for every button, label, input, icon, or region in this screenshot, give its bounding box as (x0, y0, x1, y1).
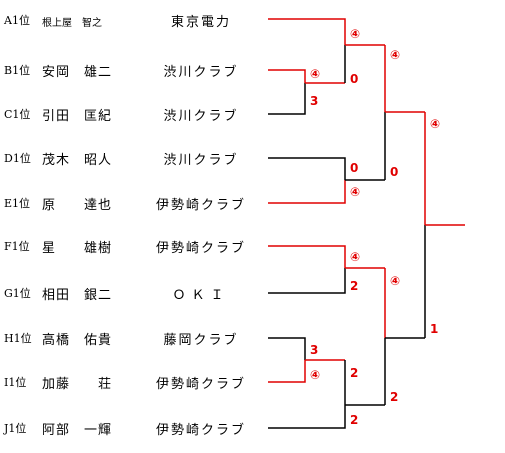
player-name: 根上屋 智之 (42, 18, 102, 29)
club-name: 伊勢崎クラブ (155, 423, 246, 438)
score-i: ④ (310, 368, 321, 382)
score-top-de: 0 (390, 165, 399, 179)
player-row-d: D1位 茂木 昭人 渋川クラブ (0, 149, 270, 168)
player-row-f: F1位 星 雄樹 伊勢崎クラブ (0, 237, 270, 256)
club-name: 渋川クラブ (163, 153, 239, 168)
line-h (268, 337, 306, 360)
seed-label: C1位 (4, 108, 31, 121)
line-g (268, 268, 346, 294)
score-j: 2 (350, 413, 359, 427)
seed-label: D1位 (4, 152, 31, 165)
seed-label: F1位 (4, 240, 30, 253)
player-name: 阿部 一輝 (42, 423, 113, 438)
club-name: 伊勢崎クラブ (155, 198, 246, 213)
player-name: 相田 銀二 (42, 288, 113, 303)
player-row-h: H1位 高橋 佑貴 藤岡クラブ (0, 329, 270, 348)
player-name: 原 達也 (42, 198, 113, 213)
seed-label: E1位 (4, 197, 31, 210)
player-row-j: J1位 阿部 一輝 伊勢崎クラブ (0, 419, 270, 438)
line-j (268, 405, 346, 429)
score-bottom-fg: ④ (390, 274, 401, 288)
seed-label: A1位 (4, 14, 30, 27)
club-name: 渋川クラブ (163, 109, 239, 124)
score-f: ④ (350, 250, 361, 264)
seed-label: B1位 (4, 64, 31, 77)
club-name: 伊勢崎クラブ (155, 241, 246, 256)
club-name: 東京電力 (170, 15, 231, 30)
player-name: 加藤 荘 (42, 377, 113, 392)
score-bc: 0 (350, 72, 359, 86)
score-c: 3 (310, 94, 319, 108)
line-b (268, 69, 306, 83)
score-g: 2 (350, 279, 359, 293)
score-b: ④ (310, 67, 321, 81)
line-f (268, 245, 346, 268)
line-c (268, 83, 306, 115)
club-name: 伊勢崎クラブ (155, 377, 246, 392)
seed-label: G1位 (4, 287, 31, 300)
player-row-a: A1位 根上屋 智之 東京電力 (0, 11, 270, 30)
line-d (268, 157, 346, 180)
player-row-e: E1位 原 達也 伊勢崎クラブ (0, 194, 270, 213)
line-a (268, 18, 346, 45)
score-d: 0 (350, 161, 359, 175)
seed-label: H1位 (4, 332, 32, 345)
score-e: ④ (350, 185, 361, 199)
player-row-b: B1位 安岡 雄二 渋川クラブ (0, 61, 270, 80)
player-name: 引田 匡紀 (42, 109, 113, 124)
score-h: 3 (310, 343, 319, 357)
seed-label: I1位 (4, 376, 27, 389)
player-name: 安岡 雄二 (42, 65, 113, 80)
club-name: 渋川クラブ (163, 65, 239, 80)
line-e (268, 180, 346, 204)
player-row-c: C1位 引田 匡紀 渋川クラブ (0, 105, 270, 124)
player-row-i: I1位 加藤 荘 伊勢崎クラブ (0, 373, 270, 392)
score-final-top: ④ (430, 117, 441, 131)
score-a: ④ (350, 27, 361, 41)
line-i (268, 360, 306, 383)
club-name: ＯＫＩ (172, 288, 230, 303)
player-name: 茂木 昭人 (42, 153, 113, 168)
club-name: 藤岡クラブ (163, 333, 239, 348)
player-name: 星 雄樹 (42, 241, 113, 256)
score-final-bottom: 1 (430, 322, 439, 336)
score-top-a: ④ (390, 48, 401, 62)
score-bottom-hij: 2 (390, 390, 399, 404)
score-hi: 2 (350, 366, 359, 380)
seed-label: J1位 (4, 422, 27, 435)
player-name: 高橋 佑貴 (42, 333, 113, 348)
player-row-g: G1位 相田 銀二 ＯＫＩ (0, 284, 270, 303)
